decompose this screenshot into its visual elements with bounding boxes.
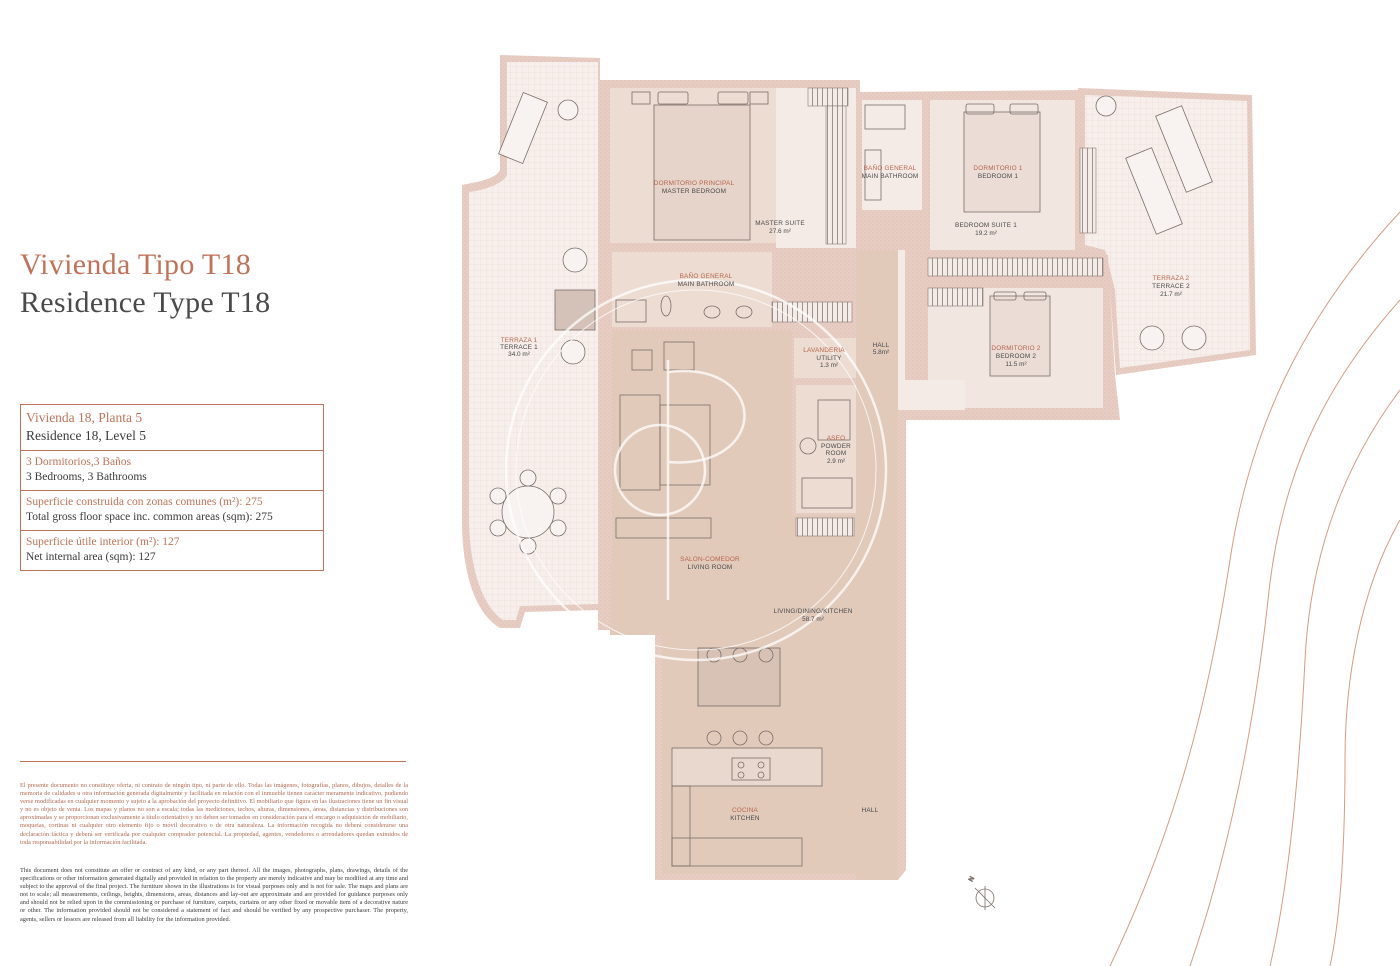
spec-spanish: Vivienda 18, Planta 5 (26, 410, 143, 425)
label-bedroom-2-area: 11.5 m² (1005, 361, 1026, 368)
terrace-1-area (462, 55, 600, 628)
label-master-suite: MASTER SUITE (755, 220, 805, 227)
spec-english: 3 Bedrooms, 3 Bathrooms (26, 471, 147, 483)
wardrobes (771, 87, 1104, 537)
spec-row: Superficie construida con zonas comunes … (21, 491, 323, 531)
label-master-bedroom-es: DORMITORIO PRINCIPAL (654, 180, 735, 187)
label-bedroom-1-en: BEDROOM 1 (978, 173, 1018, 180)
terrace-furniture (489, 92, 1213, 555)
label-hall-top: HALL (873, 342, 890, 349)
label-utility-en: UTILITY (816, 355, 842, 362)
label-master-bedroom-en: MASTER BEDROOM (662, 188, 726, 195)
furniture (615, 91, 1051, 867)
label-bath-main-2-en: MAIN BATHROOM (678, 281, 735, 288)
spec-row: 3 Dormitorios,3 Baños 3 Bedrooms, 3 Bath… (21, 451, 323, 491)
divider (20, 761, 406, 762)
label-bedroom-suite-1-area: 19.2 m² (975, 230, 997, 237)
label-bedroom-2-en: BEDROOM 2 (996, 353, 1036, 360)
spec-row: Superficie útile interior (m²): 127 Net … (21, 531, 323, 570)
label-powder-room-area: 2.9 m² (827, 458, 845, 465)
spec-spanish: 3 Dormitorios,3 Baños (26, 456, 132, 468)
compass-label: N (968, 875, 977, 883)
label-bedroom-2-es: DORMITORIO 2 (991, 345, 1040, 352)
label-terrace-1-es: TERRAZA 1 (501, 337, 538, 344)
label-bath-main-1-en: MAIN BATHROOM (862, 173, 919, 180)
spec-english: Net internal area (sqm): 127 (26, 551, 156, 563)
label-living-es: SALON-COMEDOR (680, 556, 740, 563)
label-terrace-1-area: 34.0 m² (508, 351, 530, 358)
label-bath-main-2-es: BAÑO GENERAL (680, 271, 733, 280)
label-kitchen-es: COCINA (732, 807, 759, 814)
label-hall-top-area: 5.8m² (873, 349, 889, 356)
spec-spanish: Superficie construida con zonas comunes … (26, 496, 263, 508)
label-kitchen-en: KITCHEN (730, 815, 760, 822)
spec-table: Vivienda 18, Planta 5 Residence 18, Leve… (20, 404, 324, 571)
label-terrace-2-en: TERRACE 2 (1152, 283, 1190, 290)
label-terrace-2-area: 21.7 m² (1160, 291, 1182, 298)
title-spanish: Vivienda Tipo T18 (20, 248, 252, 281)
compass-icon: N (967, 875, 996, 910)
decorative-curves (1109, 211, 1400, 966)
label-bedroom-suite-1: BEDROOM SUITE 1 (955, 222, 1017, 229)
spec-english: Total gross floor space inc. common area… (26, 511, 273, 523)
disclaimer-spanish: El presente documento no constituye ofer… (20, 782, 408, 846)
label-hall-bottom: HALL (862, 807, 879, 814)
label-terrace-1-en: TERRACE 1 (500, 344, 538, 351)
label-utility-area: 1.3 m² (820, 362, 838, 369)
label-powder-room-en: POWDER (821, 443, 851, 450)
terrace-2-area (1078, 88, 1256, 375)
spec-english: Residence 18, Level 5 (26, 428, 146, 443)
label-powder-room-en2: ROOM (826, 450, 847, 457)
label-powder-room-es: ASEO (827, 435, 846, 442)
label-living-dining-kitchen-area: 58.7 m² (802, 616, 824, 623)
spec-row: Vivienda 18, Planta 5 Residence 18, Leve… (21, 405, 323, 451)
spec-spanish: Superficie útile interior (m²): 127 (26, 536, 180, 548)
label-living-dining-kitchen: LIVING/DINING/KITCHEN (773, 608, 852, 615)
label-terrace-2-es: TERRAZA 2 (1153, 275, 1190, 282)
label-bath-main-1-es: BAÑO GENERAL (864, 163, 917, 172)
watermark-logo (504, 278, 888, 662)
room-labels: DORMITORIO PRINCIPAL MASTER BEDROOM MAST… (500, 163, 1190, 822)
title-english: Residence Type T18 (20, 286, 271, 319)
label-living-en: LIVING ROOM (688, 564, 733, 571)
label-utility-es: LAVANDERIA (803, 347, 845, 354)
label-master-suite-area: 27.6 m² (769, 228, 791, 235)
disclaimer-english: This document does not constitute an off… (20, 867, 408, 923)
label-bedroom-1-es: DORMITORIO 1 (973, 165, 1022, 172)
